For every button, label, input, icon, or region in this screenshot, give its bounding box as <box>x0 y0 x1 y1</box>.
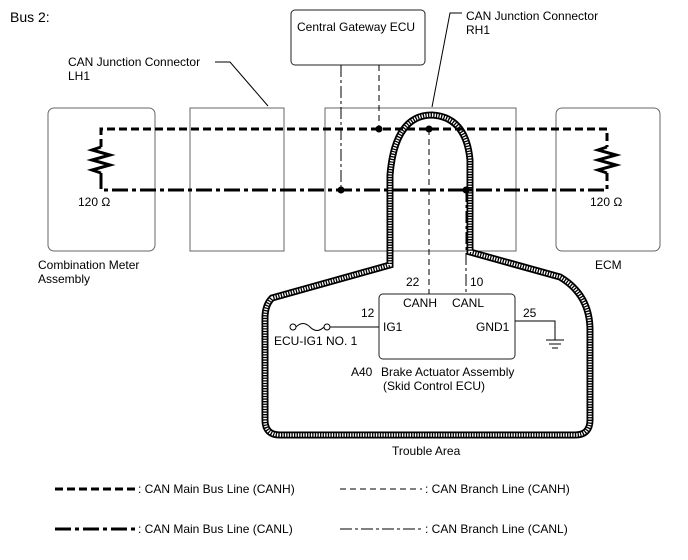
ground-wire <box>515 320 556 340</box>
canh-main-bus <box>99 127 609 147</box>
fuse-terminal-left <box>289 323 297 331</box>
ig1-pin-label: IG1 <box>383 320 403 334</box>
a40-label: A40 <box>351 365 373 379</box>
jc-rh1-box <box>324 107 517 252</box>
jc-lh1-leader <box>215 61 269 107</box>
legend-label-main-canh: : CAN Main Bus Line (CANH) <box>138 482 295 496</box>
canh-pin-label: CANH <box>403 296 437 310</box>
combination-meter-label-line2: Assembly <box>38 272 90 286</box>
jc-lh1-box <box>189 107 285 252</box>
pin-22-label: 22 <box>406 275 420 289</box>
resistor-right-label: 120 Ω <box>590 195 622 209</box>
junction-dot <box>462 186 470 194</box>
diagram-title: Bus 2: <box>10 9 50 25</box>
junction-dot <box>337 186 345 194</box>
legend-label-branch-canh: : CAN Branch Line (CANH) <box>425 482 570 496</box>
resistor-left <box>86 145 116 175</box>
ecm-label: ECM <box>595 258 622 272</box>
jc-lh1-label-line2: LH1 <box>68 69 90 83</box>
pin-10-label: 10 <box>470 275 484 289</box>
fuse-label: ECU-IG1 NO. 1 <box>274 334 358 348</box>
trouble-area-outline <box>261 111 594 439</box>
fuse-terminal-right <box>323 323 331 331</box>
central-gateway-box <box>290 9 426 66</box>
junction-dot <box>425 125 433 133</box>
gnd1-pin-label: GND1 <box>476 320 510 334</box>
legend-label-main-canl: : CAN Main Bus Line (CANL) <box>138 522 293 536</box>
jc-rh1-label-line1: CAN Junction Connector <box>466 9 598 23</box>
jc-rh1-label-line2: RH1 <box>466 23 490 37</box>
brake-actuator-label-line2: (Skid Control ECU) <box>383 379 485 393</box>
pin-12-label: 12 <box>361 306 375 320</box>
canl-main-bus <box>99 173 609 192</box>
central-gateway-label: Central Gateway ECU <box>297 20 415 34</box>
brake-actuator-label-line1: Brake Actuator Assembly <box>381 365 514 379</box>
canl-pin-label: CANL <box>452 296 484 310</box>
combination-meter-label-line1: Combination Meter <box>38 258 139 272</box>
trouble-area-label: Trouble Area <box>392 444 461 458</box>
jc-rh1-leader <box>431 12 462 108</box>
resistor-right <box>592 145 622 175</box>
pin-25-label: 25 <box>523 306 537 320</box>
resistor-left-label: 120 Ω <box>78 195 110 209</box>
junction-dot <box>375 125 383 133</box>
fuse-icon <box>295 323 325 331</box>
legend-label-branch-canl: : CAN Branch Line (CANL) <box>425 522 568 536</box>
jc-lh1-label-line1: CAN Junction Connector <box>68 55 200 69</box>
